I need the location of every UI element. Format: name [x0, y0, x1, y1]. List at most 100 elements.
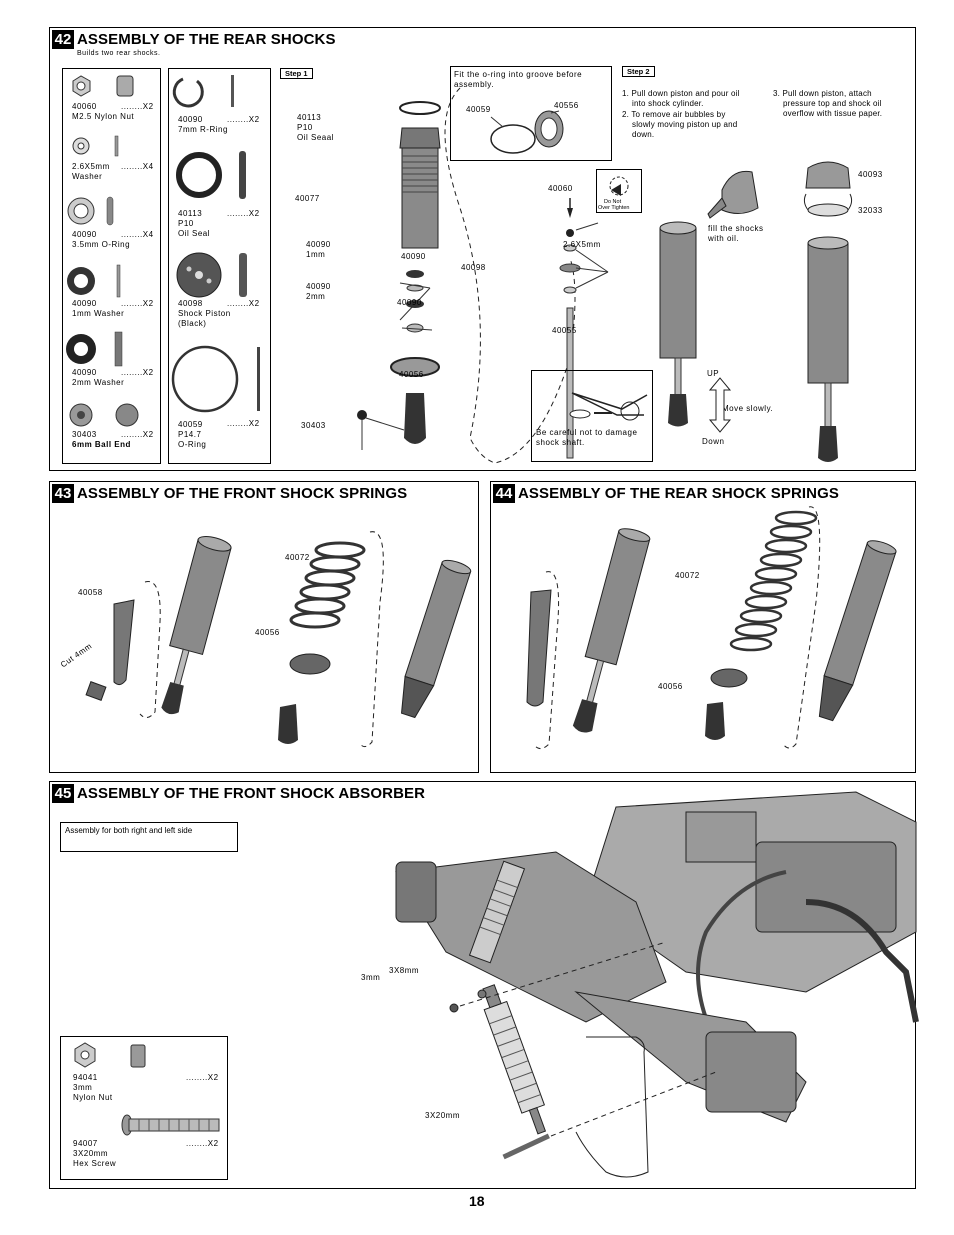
washer-2mm-icon: [66, 331, 123, 367]
oring-note-line1: Fit the o-ring into groove before: [454, 70, 583, 79]
fill-note-1: fill the shocks: [708, 224, 764, 233]
callout-40090-1mm: 40090: [306, 240, 331, 249]
washer-icon: [72, 135, 119, 157]
part-code: 94041: [73, 1073, 98, 1082]
callout-30403: 30403: [301, 421, 326, 430]
step-title: ASSEMBLY OF THE FRONT SHOCK ABSORBER: [77, 785, 426, 802]
callout-40056: 40056: [255, 628, 280, 637]
part-qty: ........X2: [186, 1073, 219, 1082]
pliers-icon: [569, 392, 648, 421]
part-name-2: O-Ring: [178, 440, 207, 449]
part-code: 40098: [178, 299, 203, 308]
part-qty: ........X4: [121, 162, 154, 171]
callout-3x20mm: 3X20mm: [425, 1111, 461, 1120]
instruction-2a: 2. To remove air bubbles by: [622, 110, 726, 119]
exploded-shock-diagram: [357, 87, 609, 464]
step-subtitle: Builds two rear shocks.: [77, 50, 161, 57]
part-name: P10: [178, 219, 194, 228]
part-qty: ........X2: [121, 368, 154, 377]
part-name: Shock Piston: [178, 309, 231, 318]
step-1-tag: Step 1: [280, 68, 313, 79]
front-spring-diagram: [85, 531, 472, 748]
parts-list-right: 40090 ........X2 7mm R-Ring 40113 ......…: [168, 68, 271, 464]
callout-40098: 40098: [461, 263, 486, 272]
callout-40060: 40060: [548, 184, 573, 193]
callout-40077: 40077: [295, 194, 320, 203]
callout-40072: 40072: [285, 553, 310, 562]
washer-1mm-icon: [67, 264, 121, 298]
oring-groove-icon: [490, 110, 564, 154]
instruction-1b: into shock cylinder.: [632, 99, 704, 108]
part-name-2: Hex Screw: [73, 1159, 117, 1168]
part-name: 6mm Ball End: [72, 440, 131, 449]
step-2-tag: Step 2: [622, 66, 655, 77]
part-name: P14.7: [178, 430, 202, 439]
do-not-line2: Over Tighten: [598, 205, 630, 211]
part-name-2: (Black): [178, 319, 207, 328]
part-qty: ........X2: [227, 419, 260, 428]
step-44-panel: 44 ASSEMBLY OF THE REAR SHOCK SPRINGS 40…: [490, 481, 916, 773]
instruction-3b: pressure top and shock oil: [783, 99, 882, 108]
instruction-1a: 1. Pull down piston and pour oil: [622, 89, 740, 98]
part-code: 40113: [178, 209, 203, 218]
part-name: Washer: [72, 172, 103, 181]
down-label: Down: [702, 437, 725, 446]
callout-3x8mm: 3X8mm: [389, 966, 420, 975]
hex-screw-icon: [121, 1114, 220, 1136]
callout-40113-seal: Oil Seaal: [297, 133, 334, 142]
shock-piston-icon: [176, 252, 247, 298]
step-title: ASSEMBLY OF THE FRONT SHOCK SPRINGS: [77, 485, 408, 502]
do-not-line1: Do Not: [604, 199, 622, 205]
part-code: 40059: [178, 420, 203, 429]
part-name: 7mm R-Ring: [178, 125, 228, 134]
part-qty: ........X2: [121, 102, 154, 111]
callout-40556: 40556: [554, 101, 579, 110]
up-label: UP: [707, 369, 720, 378]
assembly-note: Assembly for both right and left side: [60, 822, 238, 852]
callout-40090-right-1: 40090: [401, 252, 426, 261]
chassis-assembly-diagram: [395, 791, 919, 1178]
rear-spring-diagram: [526, 506, 897, 750]
oring-note-box: Fit the o-ring into groove before assemb…: [450, 66, 612, 161]
fill-note-2: with oil.: [708, 234, 740, 243]
part-qty: ........X2: [121, 299, 154, 308]
callout-40090-2mm-size: 2mm: [306, 292, 326, 301]
o-ring-icon: [67, 196, 114, 226]
callout-40055: 40055: [552, 326, 577, 335]
part-qty: ........X2: [121, 430, 154, 439]
parts-list: 94041 ........X2 3mm Nylon Nut 94007 ...…: [60, 1036, 228, 1180]
move-label: Move slowly.: [722, 404, 774, 413]
part-code: 40060: [72, 102, 97, 111]
instruction-3c: overflow with tissue paper.: [783, 109, 883, 118]
callout-32033: 32033: [858, 206, 883, 215]
part-qty: ........X2: [227, 115, 260, 124]
careful-line1: Be careful not to damage: [536, 428, 638, 437]
parts-list-left: 40060 ........X2 M2.5 Nylon Nut 2.6X5mm …: [62, 68, 161, 464]
callout-40093: 40093: [858, 170, 883, 179]
part-code: 30403: [72, 430, 97, 439]
callout-40056: 40056: [399, 370, 424, 379]
callout-40059: 40059: [466, 105, 491, 114]
part-qty: ........X4: [121, 230, 154, 239]
careful-note-box: Be careful not to damage shock shaft.: [531, 370, 653, 462]
step-42-panel: 42 ASSEMBLY OF THE REAR SHOCKS Builds tw…: [49, 27, 916, 471]
part-code: 40090: [72, 368, 97, 377]
instruction-2b: slowly moving piston up and: [632, 120, 738, 129]
step-title: ASSEMBLY OF THE REAR SHOCKS: [77, 31, 336, 48]
instruction-3a: 3. Pull down piston, attach: [773, 89, 872, 98]
step-number: 44: [493, 484, 515, 503]
part-name: 3.5mm O-Ring: [72, 240, 131, 249]
part-name-2: Nylon Nut: [73, 1093, 113, 1102]
step-title: ASSEMBLY OF THE REAR SHOCK SPRINGS: [518, 485, 839, 502]
part-code: 40090: [178, 115, 203, 124]
oring-note-line2: assembly.: [454, 80, 494, 89]
callout-3mm: 3mm: [361, 973, 381, 982]
part-name: 3mm: [73, 1083, 93, 1092]
step-number: 43: [52, 484, 74, 503]
callout-40058: 40058: [78, 588, 103, 597]
callout-40090-1mm-size: 1mm: [306, 250, 326, 259]
step-number: 42: [52, 30, 74, 49]
part-name: 3X20mm: [73, 1149, 109, 1158]
o-ring-large-icon: [171, 345, 260, 413]
oil-seal-icon: [176, 151, 246, 199]
